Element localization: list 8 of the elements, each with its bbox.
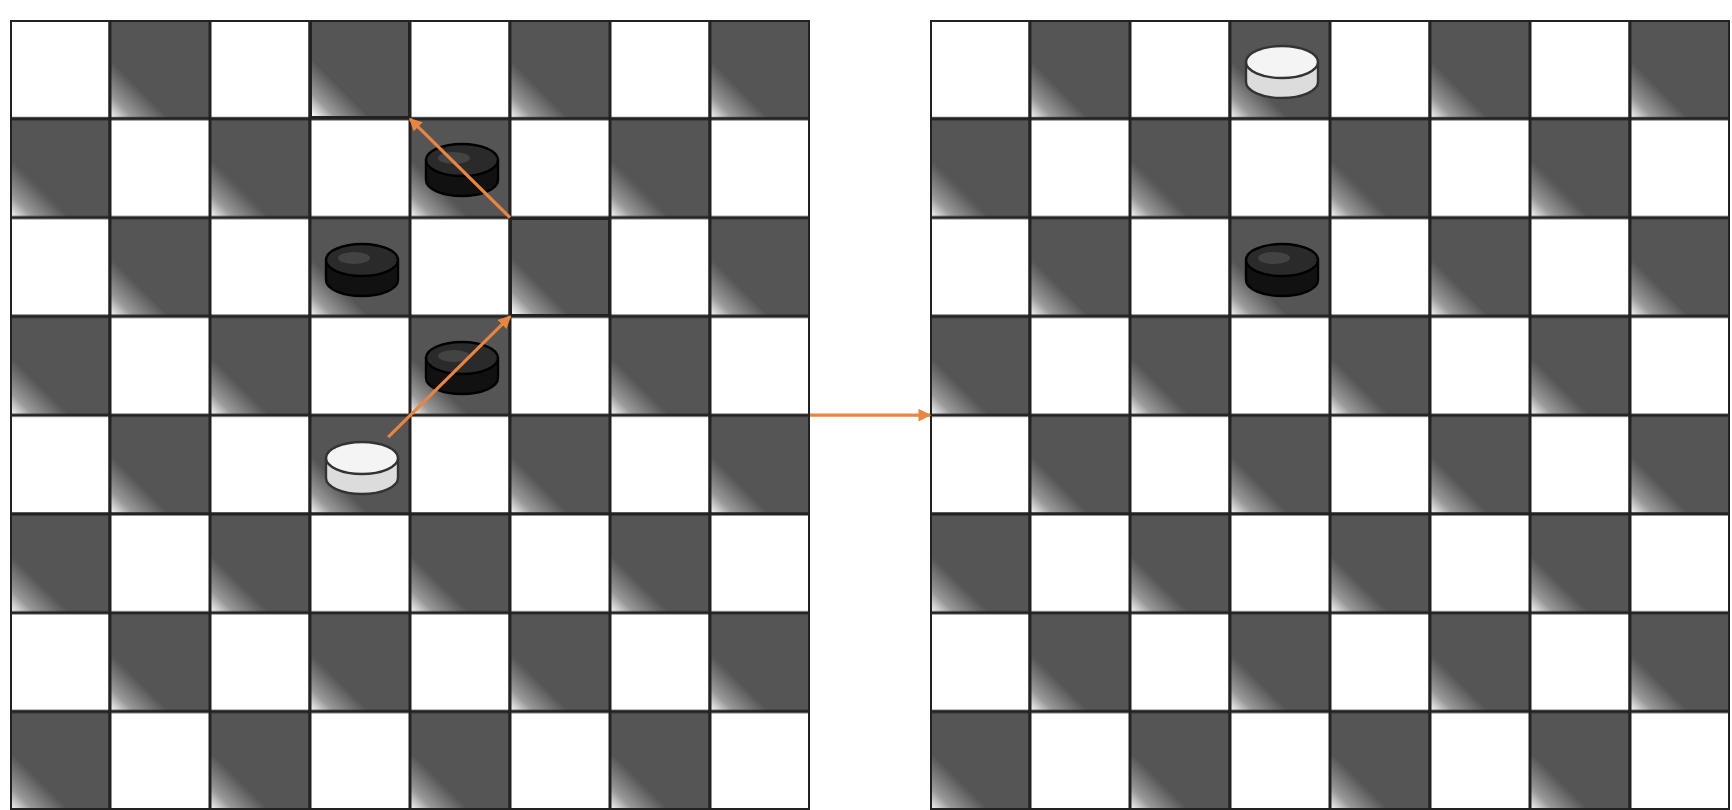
arrow — [387, 315, 512, 439]
checker-piece — [324, 439, 400, 496]
checkerboard — [10, 20, 810, 810]
checkerboard — [930, 20, 1730, 810]
board-square — [310, 22, 410, 119]
arrow — [810, 408, 932, 422]
arrow — [408, 117, 512, 219]
board-square — [510, 217, 610, 317]
